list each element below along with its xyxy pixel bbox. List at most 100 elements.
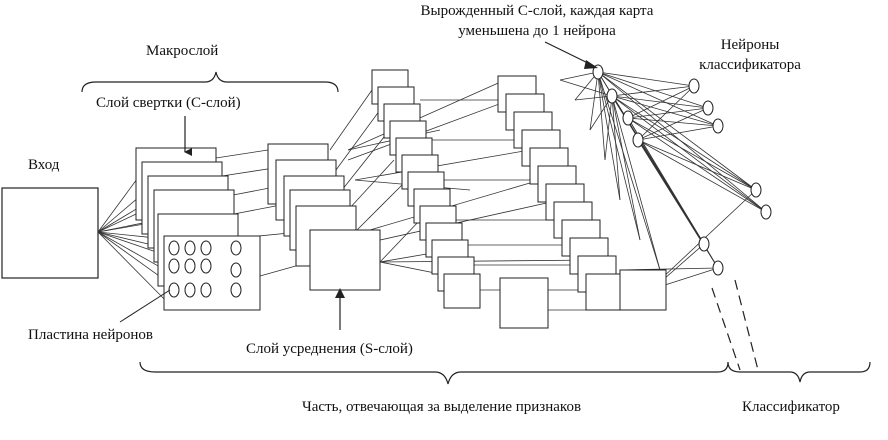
second-pool-map <box>499 277 549 329</box>
connection-line <box>597 71 719 127</box>
neuron-plate-label: Пластина нейронов <box>28 327 153 343</box>
conv-layer-label: Слой свертки (С-слой) <box>96 95 241 111</box>
connection-line <box>611 85 695 97</box>
connection-line <box>559 71 599 81</box>
classifier-label: Классификатор <box>742 399 840 415</box>
pooling-arrow-head <box>335 288 345 298</box>
connection-line <box>97 231 155 252</box>
connection-line <box>369 179 541 231</box>
conv-layer-stack <box>135 147 261 311</box>
degenerate-c-neuron <box>622 110 634 126</box>
pooling-layer-label: Слой усреднения (S-слой) <box>246 341 413 357</box>
connection-line <box>637 139 767 213</box>
connection-line <box>611 95 709 109</box>
connection-line <box>379 259 601 263</box>
classifier-brace <box>727 361 871 383</box>
second-conv-stack-a <box>371 69 481 309</box>
input-label: Вход <box>28 157 60 173</box>
neuron-plate-circles <box>168 240 242 298</box>
connection-line <box>221 167 275 177</box>
connection-line <box>627 117 757 191</box>
connection-line <box>341 131 389 191</box>
classifier-neurons-label-line2: классификатора <box>699 57 801 73</box>
plate-neuron <box>168 282 180 298</box>
connection-line <box>637 85 695 141</box>
classifier-dashed-line-2 <box>734 279 759 371</box>
connection-line <box>215 149 269 159</box>
connection-line <box>611 95 719 127</box>
connection-line <box>597 71 661 271</box>
connection-line <box>604 95 613 161</box>
connection-line <box>379 219 421 263</box>
connection-line <box>597 71 757 191</box>
connection-line <box>97 231 149 238</box>
connection-line <box>597 71 641 241</box>
classifier-neuron <box>688 78 700 94</box>
macrolayer-brace <box>81 71 339 93</box>
degenerate-c-neuron <box>606 88 618 104</box>
plate-neuron <box>200 240 212 256</box>
input-box <box>1 187 99 279</box>
connection-line <box>637 107 709 141</box>
degenerate-c-layer-label-line1: Вырожденный С-слой, каждая карта <box>420 3 654 19</box>
connection-lines <box>97 71 767 311</box>
classifier-neurons <box>592 64 772 276</box>
degenerate-c-neuron <box>632 132 644 148</box>
feature-part-brace <box>139 361 729 385</box>
connection-line <box>611 95 621 201</box>
plate-neuron <box>184 240 196 256</box>
connection-line <box>611 95 661 271</box>
plate-neuron <box>168 240 180 256</box>
classifier-neuron <box>702 100 714 116</box>
connection-line <box>97 231 165 270</box>
connection-line <box>659 189 757 281</box>
connection-line <box>611 95 641 241</box>
classifier-neuron <box>750 182 762 198</box>
connection-line <box>627 107 709 119</box>
degenerate-c-layer-label-line2: уменьшена до 1 нейрона <box>458 23 616 39</box>
macrolayer-label: Макрослой <box>146 43 219 59</box>
connection-line <box>347 99 511 161</box>
degenerate-c-neuron <box>592 64 604 80</box>
plate-neuron <box>230 282 242 298</box>
connection-line <box>97 231 165 300</box>
connection-line <box>637 125 719 141</box>
connection-line <box>347 159 395 211</box>
plate-neuron <box>230 262 242 278</box>
plate-neuron <box>168 258 180 274</box>
classifier-neuron <box>712 260 724 276</box>
connection-line <box>664 267 719 286</box>
plate-neuron <box>200 282 212 298</box>
second-conv-stack-b <box>497 75 625 311</box>
connection-line <box>627 117 719 127</box>
connection-line <box>354 149 531 181</box>
connection-line <box>627 85 695 119</box>
degenerate-arrow-head <box>584 60 598 69</box>
plate-neuron <box>230 240 242 256</box>
connection-line <box>97 180 137 233</box>
connection-line <box>597 71 621 201</box>
connection-line <box>97 194 143 233</box>
connection-line <box>329 89 373 151</box>
neuron-plate-pointer <box>119 289 171 323</box>
second-pool-stack <box>499 269 667 329</box>
connection-line <box>597 71 709 109</box>
plate-neuron <box>200 258 212 274</box>
connection-line <box>97 231 159 276</box>
second-conv-map <box>443 273 481 309</box>
connection-line <box>611 95 767 213</box>
plate-neuron <box>184 258 196 274</box>
connection-line <box>347 79 506 151</box>
pooling-layer-stack <box>267 143 381 291</box>
connection-line <box>597 71 606 161</box>
connection-line <box>597 71 695 87</box>
second-pool-map <box>619 269 667 311</box>
connection-line <box>97 208 137 233</box>
classifier-neuron <box>760 204 772 220</box>
connection-line <box>611 95 757 191</box>
pooling-map <box>309 229 381 291</box>
conv-map <box>163 235 261 311</box>
feature-part-label: Часть, отвечающая за выделение признаков <box>302 399 582 415</box>
plate-neuron <box>184 282 196 298</box>
